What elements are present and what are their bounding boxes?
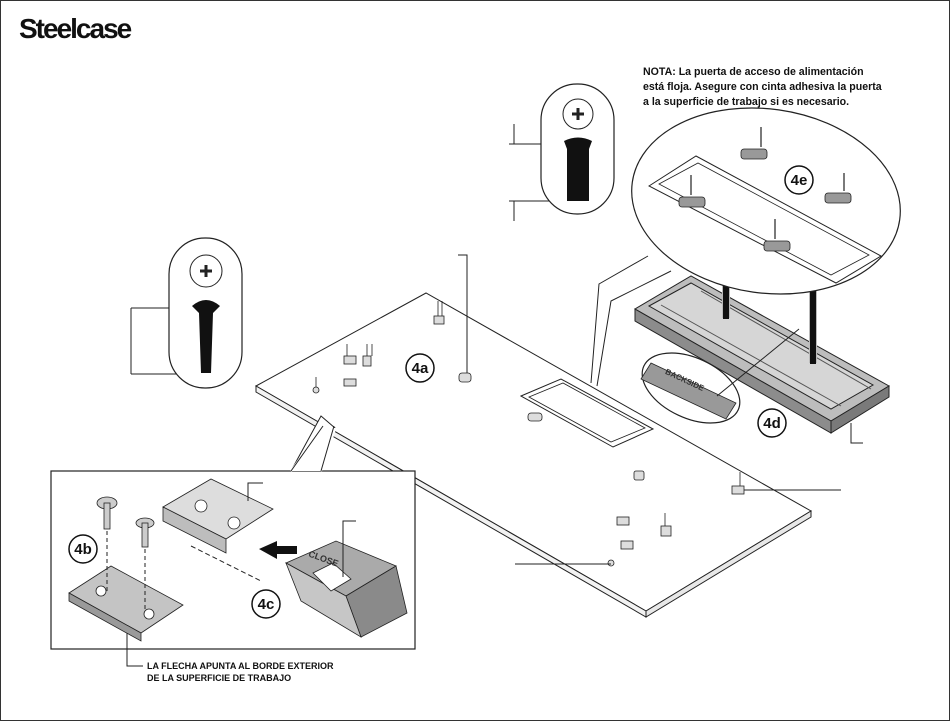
callout-line-1: LA FLECHA APUNTA AL BORDE EXTERIOR	[147, 660, 334, 672]
step-4e-label: 4e	[791, 172, 808, 189]
arrow-callout-text: LA FLECHA APUNTA AL BORDE EXTERIOR DE LA…	[147, 660, 334, 684]
bracket-inset: CLOSE	[51, 416, 415, 666]
screw-detail-long	[169, 238, 242, 388]
screw-detail-short	[541, 84, 614, 214]
step-4d-label: 4d	[763, 415, 781, 432]
step-4b-label: 4b	[74, 541, 92, 558]
step-4a-label: 4a	[412, 360, 429, 377]
callout-line-2: DE LA SUPERFICIE DE TRABAJO	[147, 672, 334, 684]
step-4c-label: 4c	[258, 596, 275, 613]
mount-detail	[620, 91, 913, 311]
